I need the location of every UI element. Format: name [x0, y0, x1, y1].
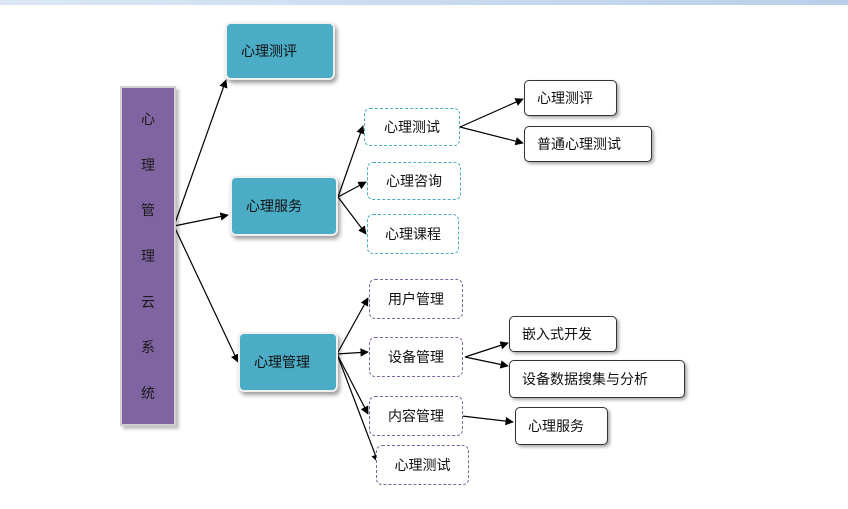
arrow-content-to-service: [461, 415, 514, 426]
arrow-root-to-eval: [173, 79, 228, 227]
node-manage-user: 用户管理: [369, 279, 463, 319]
arrow-manage-to-content: [336, 353, 369, 415]
arrow-manage-to-user: [336, 297, 369, 355]
top-accent-bar: [0, 0, 848, 5]
root-node-mental-cloud-system: 心 理 管 理 云 系 统: [120, 86, 176, 426]
arrow-root-to-manage: [173, 225, 239, 363]
root-char: 心: [141, 111, 155, 128]
node-manage-content: 内容管理: [369, 396, 463, 436]
node-service-course: 心理课程: [367, 214, 459, 254]
arrow-test-to-eval: [459, 98, 524, 128]
arrow-service-to-course: [337, 196, 367, 235]
root-char: 理: [141, 248, 155, 265]
node-mental-eval: 心理测评: [225, 22, 335, 80]
node-device-data: 设备数据搜集与分析: [509, 360, 685, 398]
arrow-root-to-service: [173, 212, 229, 227]
node-manage-device: 设备管理: [369, 337, 463, 377]
root-char: 云: [141, 294, 155, 311]
arrow-manage-to-test: [336, 353, 380, 463]
node-device-embedded: 嵌入式开发: [509, 316, 617, 352]
node-service-test: 心理测试: [364, 108, 460, 146]
root-char: 管: [141, 203, 155, 220]
node-mental-manage: 心理管理: [238, 332, 338, 392]
arrow-device-to-embedded: [464, 341, 509, 358]
node-test-normal: 普通心理测试: [524, 126, 652, 162]
root-char: 统: [141, 386, 155, 403]
arrow-manage-to-device: [336, 348, 369, 357]
root-char: 系: [141, 340, 155, 357]
node-test-eval: 心理测评: [524, 80, 617, 116]
node-manage-test: 心理测试: [376, 445, 469, 485]
root-char: 理: [141, 157, 155, 174]
node-service-consult: 心理咨询: [367, 162, 461, 200]
node-content-service: 心理服务: [515, 407, 608, 445]
node-mental-service: 心理服务: [230, 176, 338, 236]
arrow-service-to-consult: [337, 181, 367, 198]
arrow-service-to-test: [337, 125, 365, 198]
arrow-device-to-data: [464, 356, 509, 369]
arrow-test-to-normal: [459, 126, 524, 146]
